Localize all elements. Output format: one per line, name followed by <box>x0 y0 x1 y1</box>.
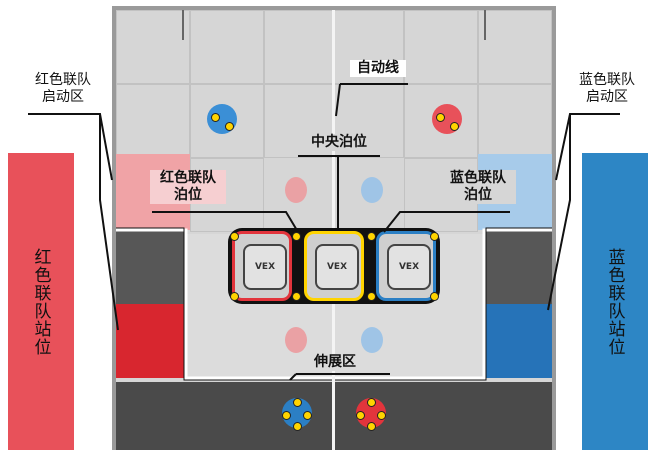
auto-line-label: 自动线 <box>350 60 406 77</box>
blue-start-zone-label-line2: 启动区 <box>586 89 628 105</box>
yellow-ring-icon <box>230 232 239 241</box>
field-wall-top <box>112 6 556 10</box>
red-goal-faded-icon <box>285 177 307 203</box>
extension-zone-label: 伸展区 <box>300 354 370 371</box>
red-start-zone-label-line2: 启动区 <box>42 89 84 105</box>
yellow-ring-icon <box>293 422 302 431</box>
yellow-ring-icon <box>450 122 459 131</box>
wall-mark <box>484 10 486 40</box>
extension-zone-boundary <box>116 227 552 381</box>
blue-station-label: 蓝色联队站位 <box>604 247 625 356</box>
blue-dock-label-line2: 泊位 <box>464 187 492 203</box>
blue-dock-label-line1: 蓝色联队 <box>450 170 506 186</box>
yellow-ring-icon <box>282 411 291 420</box>
yellow-ring-icon <box>436 113 445 122</box>
field-wall-left <box>112 6 116 450</box>
red-goal-faded-icon <box>285 327 307 353</box>
red-start-zone-label-line1: 红色联队 <box>35 72 91 88</box>
field-tile <box>190 10 264 84</box>
yellow-ring-icon <box>292 292 301 301</box>
field-tile <box>116 10 190 84</box>
field-tile <box>478 10 552 84</box>
field-tile <box>404 84 478 158</box>
red-dock-goal: VEX <box>232 231 292 301</box>
blue-dock-goal: VEX <box>376 231 436 301</box>
center-dock-goal: VEX <box>304 231 364 301</box>
field-wall-right <box>552 6 556 450</box>
red-dock-label: 红色联队 泊位 <box>150 170 226 204</box>
blue-start-zone-label-line1: 蓝色联队 <box>579 72 635 88</box>
wall-mark <box>182 10 184 40</box>
blue-dock-label: 蓝色联队 泊位 <box>440 170 516 204</box>
red-dock-label-line2: 泊位 <box>174 187 202 203</box>
yellow-ring-icon <box>367 232 376 241</box>
red-start-zone-label: 红色联队 启动区 <box>28 72 98 106</box>
vex-logo: VEX <box>243 244 287 290</box>
blue-corner-tile <box>484 304 552 378</box>
red-station-label: 红色联队站位 <box>30 247 51 356</box>
yellow-ring-icon <box>292 232 301 241</box>
yellow-ring-icon <box>367 422 376 431</box>
field-tile <box>190 84 264 158</box>
yellow-ring-icon <box>356 411 365 420</box>
yellow-ring-icon <box>367 398 376 407</box>
yellow-ring-icon <box>367 292 376 301</box>
blue-alliance-station: 蓝色联队站位 <box>582 153 648 450</box>
field-tile <box>404 10 478 84</box>
blue-goal-faded-icon <box>361 327 383 353</box>
yellow-ring-icon <box>303 411 312 420</box>
yellow-ring-icon <box>230 292 239 301</box>
blue-start-zone-label: 蓝色联队 启动区 <box>572 72 642 106</box>
yellow-ring-icon <box>430 292 439 301</box>
yellow-ring-icon <box>430 232 439 241</box>
center-dock-label: 中央泊位 <box>300 134 378 151</box>
red-corner-tile <box>116 304 186 378</box>
game-field <box>112 6 556 450</box>
yellow-ring-icon <box>377 411 386 420</box>
blue-goal-faded-icon <box>361 177 383 203</box>
red-alliance-station: 红色联队站位 <box>8 153 74 450</box>
yellow-ring-icon <box>225 122 234 131</box>
yellow-ring-icon <box>211 113 220 122</box>
red-dock-label-line1: 红色联队 <box>160 170 216 186</box>
vex-logo: VEX <box>315 244 359 290</box>
vex-logo: VEX <box>387 244 431 290</box>
yellow-ring-icon <box>293 398 302 407</box>
